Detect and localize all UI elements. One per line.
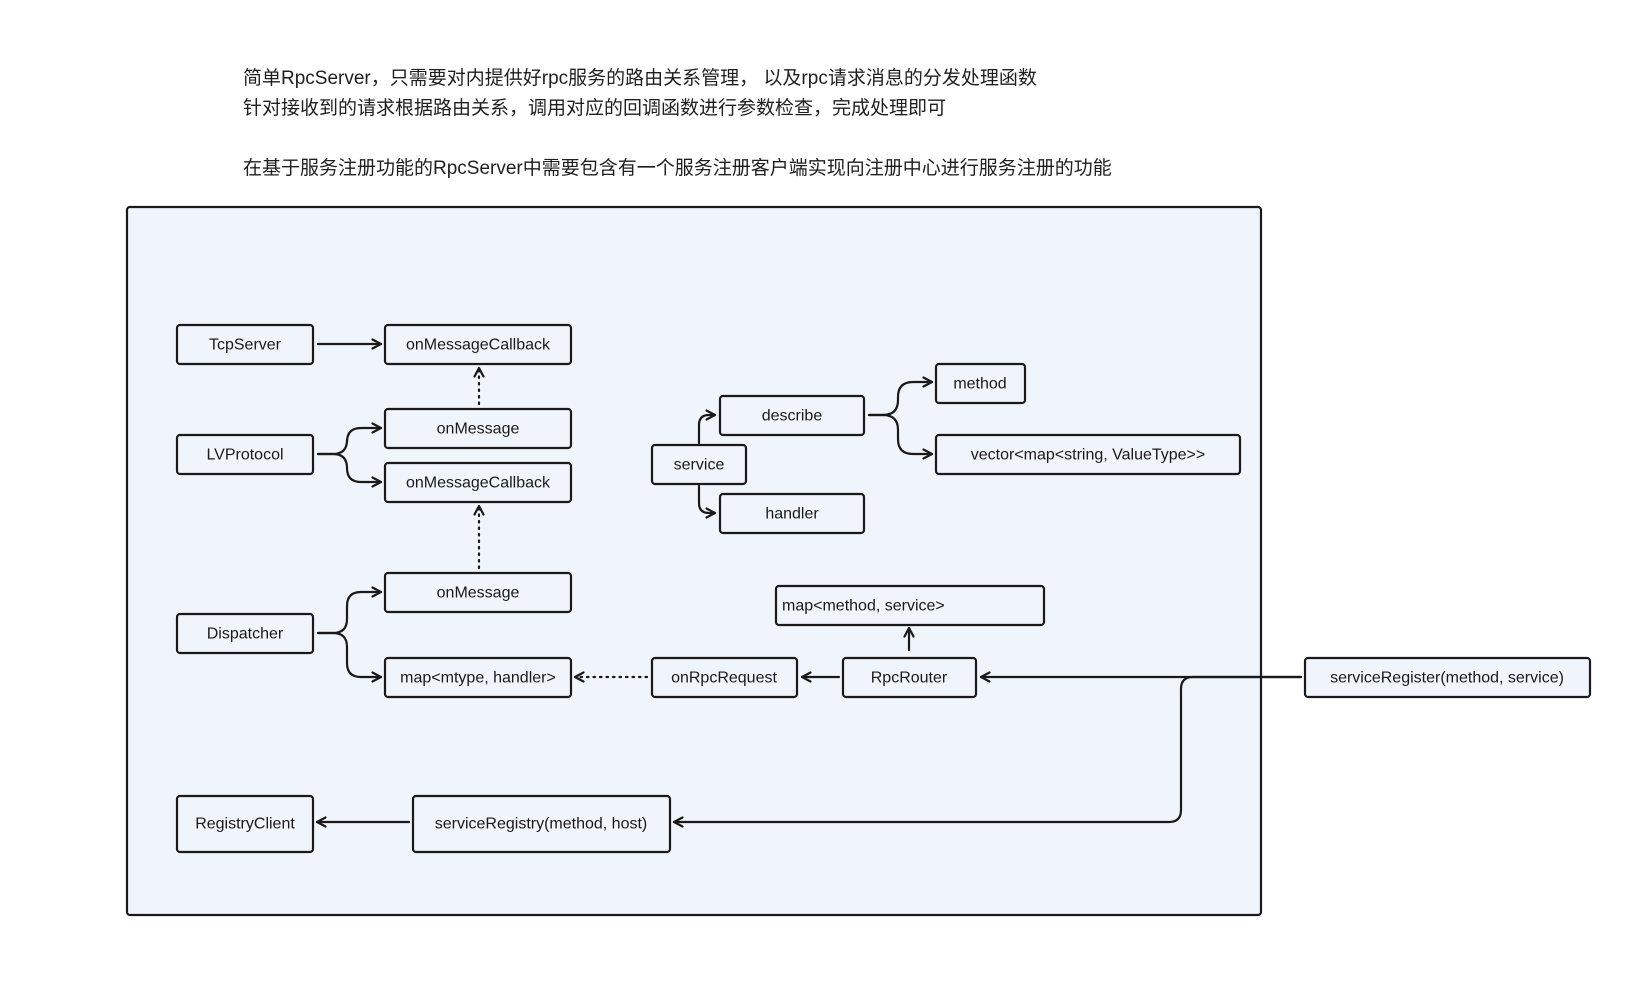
edge-dispatcher-to-onmessage: [316, 586, 383, 635]
map-method-service-node: map<method, service>: [774, 584, 1046, 627]
dispatcher-label: Dispatcher: [207, 626, 284, 643]
service-register-node: serviceRegister(method, service): [1303, 656, 1592, 699]
on-message-node-1: onMessage: [383, 407, 573, 450]
edge-service-to-describe: [697, 409, 717, 445]
edge-lvprotocol-to-onmessage: [316, 422, 383, 456]
tcp-server-node: TcpServer: [175, 323, 315, 366]
method-node: method: [934, 362, 1027, 405]
on-message-callback-label-2: onMessageCallback: [406, 475, 551, 492]
rpc-router-node: RpcRouter: [841, 656, 978, 699]
on-message-callback-label-1: onMessageCallback: [406, 337, 551, 354]
describe-node: describe: [718, 394, 866, 437]
on-message-label-2: onMessage: [437, 585, 520, 602]
on-message-callback-node-2: onMessageCallback: [383, 461, 573, 504]
map-mtype-handler-node: map<mtype, handler>: [383, 656, 573, 699]
map-mtype-handler-label: map<mtype, handler>: [400, 670, 556, 687]
describe-label: describe: [762, 408, 823, 425]
tcp-server-label: TcpServer: [209, 337, 282, 354]
registry-client-label: RegistryClient: [195, 816, 295, 833]
service-registry-label: serviceRegistry(method, host): [435, 816, 648, 833]
method-label: method: [953, 376, 1006, 393]
intro-line-2: 针对接收到的请求根据路由关系，调用对应的回调函数进行参数检查，完成处理即可: [243, 98, 947, 119]
edge-describe-to-method: [867, 376, 934, 417]
handler-label: handler: [765, 506, 819, 523]
service-register-label: serviceRegister(method, service): [1330, 670, 1564, 687]
registry-client-node: RegistryClient: [175, 794, 315, 854]
edge-lvprotocol-to-callback: [316, 452, 383, 488]
on-message-node-2: onMessage: [383, 571, 573, 614]
map-method-service-label: map<method, service>: [782, 598, 945, 615]
lv-protocol-label: LVProtocol: [206, 447, 283, 464]
handler-node: handler: [718, 492, 866, 535]
edge-describe-to-vector: [867, 413, 934, 460]
service-node: service: [650, 443, 748, 486]
dispatcher-node: Dispatcher: [175, 612, 315, 655]
vector-map-label: vector<map<string, ValueType>>: [971, 447, 1206, 464]
service-registry-node: serviceRegistry(method, host): [411, 794, 672, 854]
vector-map-node: vector<map<string, ValueType>>: [934, 433, 1242, 476]
edge-register-to-registry: [672, 675, 1303, 828]
service-label: service: [674, 457, 725, 474]
edge-service-to-handler: [697, 484, 717, 519]
on-message-callback-node-1: onMessageCallback: [383, 323, 573, 366]
on-message-label-1: onMessage: [437, 421, 520, 438]
lv-protocol-node: LVProtocol: [175, 433, 315, 476]
intro-line-1: 简单RpcServer，只需要对内提供好rpc服务的路由关系管理， 以及rpc请…: [243, 68, 1037, 89]
rpc-router-label: RpcRouter: [871, 670, 948, 687]
on-rpc-request-label: onRpcRequest: [671, 670, 777, 687]
intro-line-3: 在基于服务注册功能的RpcServer中需要包含有一个服务注册客户端实现向注册中…: [243, 158, 1112, 179]
edge-dispatcher-to-map-mtype: [316, 631, 383, 683]
on-rpc-request-node: onRpcRequest: [650, 656, 799, 699]
